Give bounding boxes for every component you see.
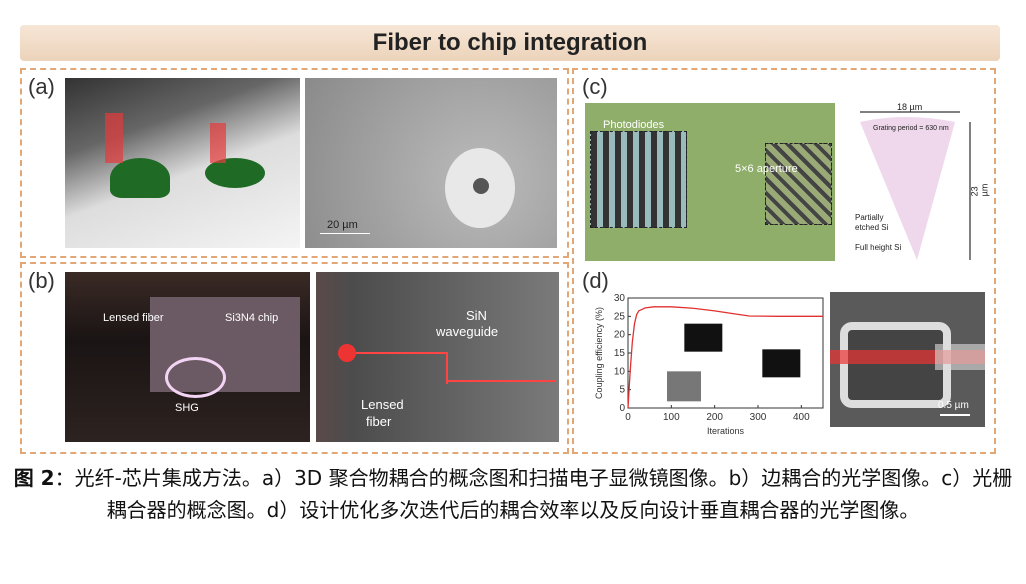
y-tick-label: 25 [614,311,626,322]
grating-schematic: 18 µm 23 µm Grating period = 630 nm Part… [845,100,989,265]
concept-render [65,78,300,248]
design-inset-final [762,349,801,378]
panel-b [20,262,569,454]
grating-fan-shape [860,111,971,260]
caption-text: ：光纤-芯片集成方法。a）3D 聚合物耦合的概念图和扫描电子显微镜图像。b）边耦… [54,466,1013,522]
design-inset-1 [684,323,723,352]
design-inset-initial [667,371,701,402]
x-axis-label: Iterations [707,426,745,436]
panel-a-label: (a) [28,74,55,99]
figure-title: Fiber to chip integration [20,25,1000,61]
y-tick-label: 30 [614,293,626,304]
panel-a [20,68,569,258]
y-axis-label: Coupling efficiency (%) [594,307,604,399]
series-line [627,306,823,409]
panel-cd [572,68,996,454]
sem-image: 20 µm [305,78,557,248]
y-tick-label: 5 [619,385,625,396]
figure-caption: 图 2：光纤-芯片集成方法。a）3D 聚合物耦合的概念图和扫描电子显微镜图像。b… [10,462,1016,526]
y-tick-label: 10 [614,366,626,377]
x-tick-label: 200 [706,412,723,423]
edge-coupling-photo: Lensed fiber Si3N4 chip SHG [65,272,310,442]
x-tick-label: 0 [625,412,631,423]
y-tick-label: 20 [614,330,626,341]
inverse-design-sem: 0.5 µm [830,292,985,427]
panel-b-label: (b) [28,268,55,293]
caption-figure-number: 图 2 [13,466,55,490]
x-tick-label: 400 [793,412,810,423]
panel-d-label: (d) [582,268,609,293]
panel-c-label: (c) [582,74,608,99]
y-tick-label: 15 [614,348,626,359]
sin-waveguide-photo: SiN waveguide Lensed fiber [316,272,559,442]
y-tick-label: 0 [619,403,625,414]
x-tick-label: 100 [663,412,680,423]
grating-chip-layout: Photodiodes 5×6 aperture [585,103,835,261]
x-tick-label: 300 [750,412,767,423]
